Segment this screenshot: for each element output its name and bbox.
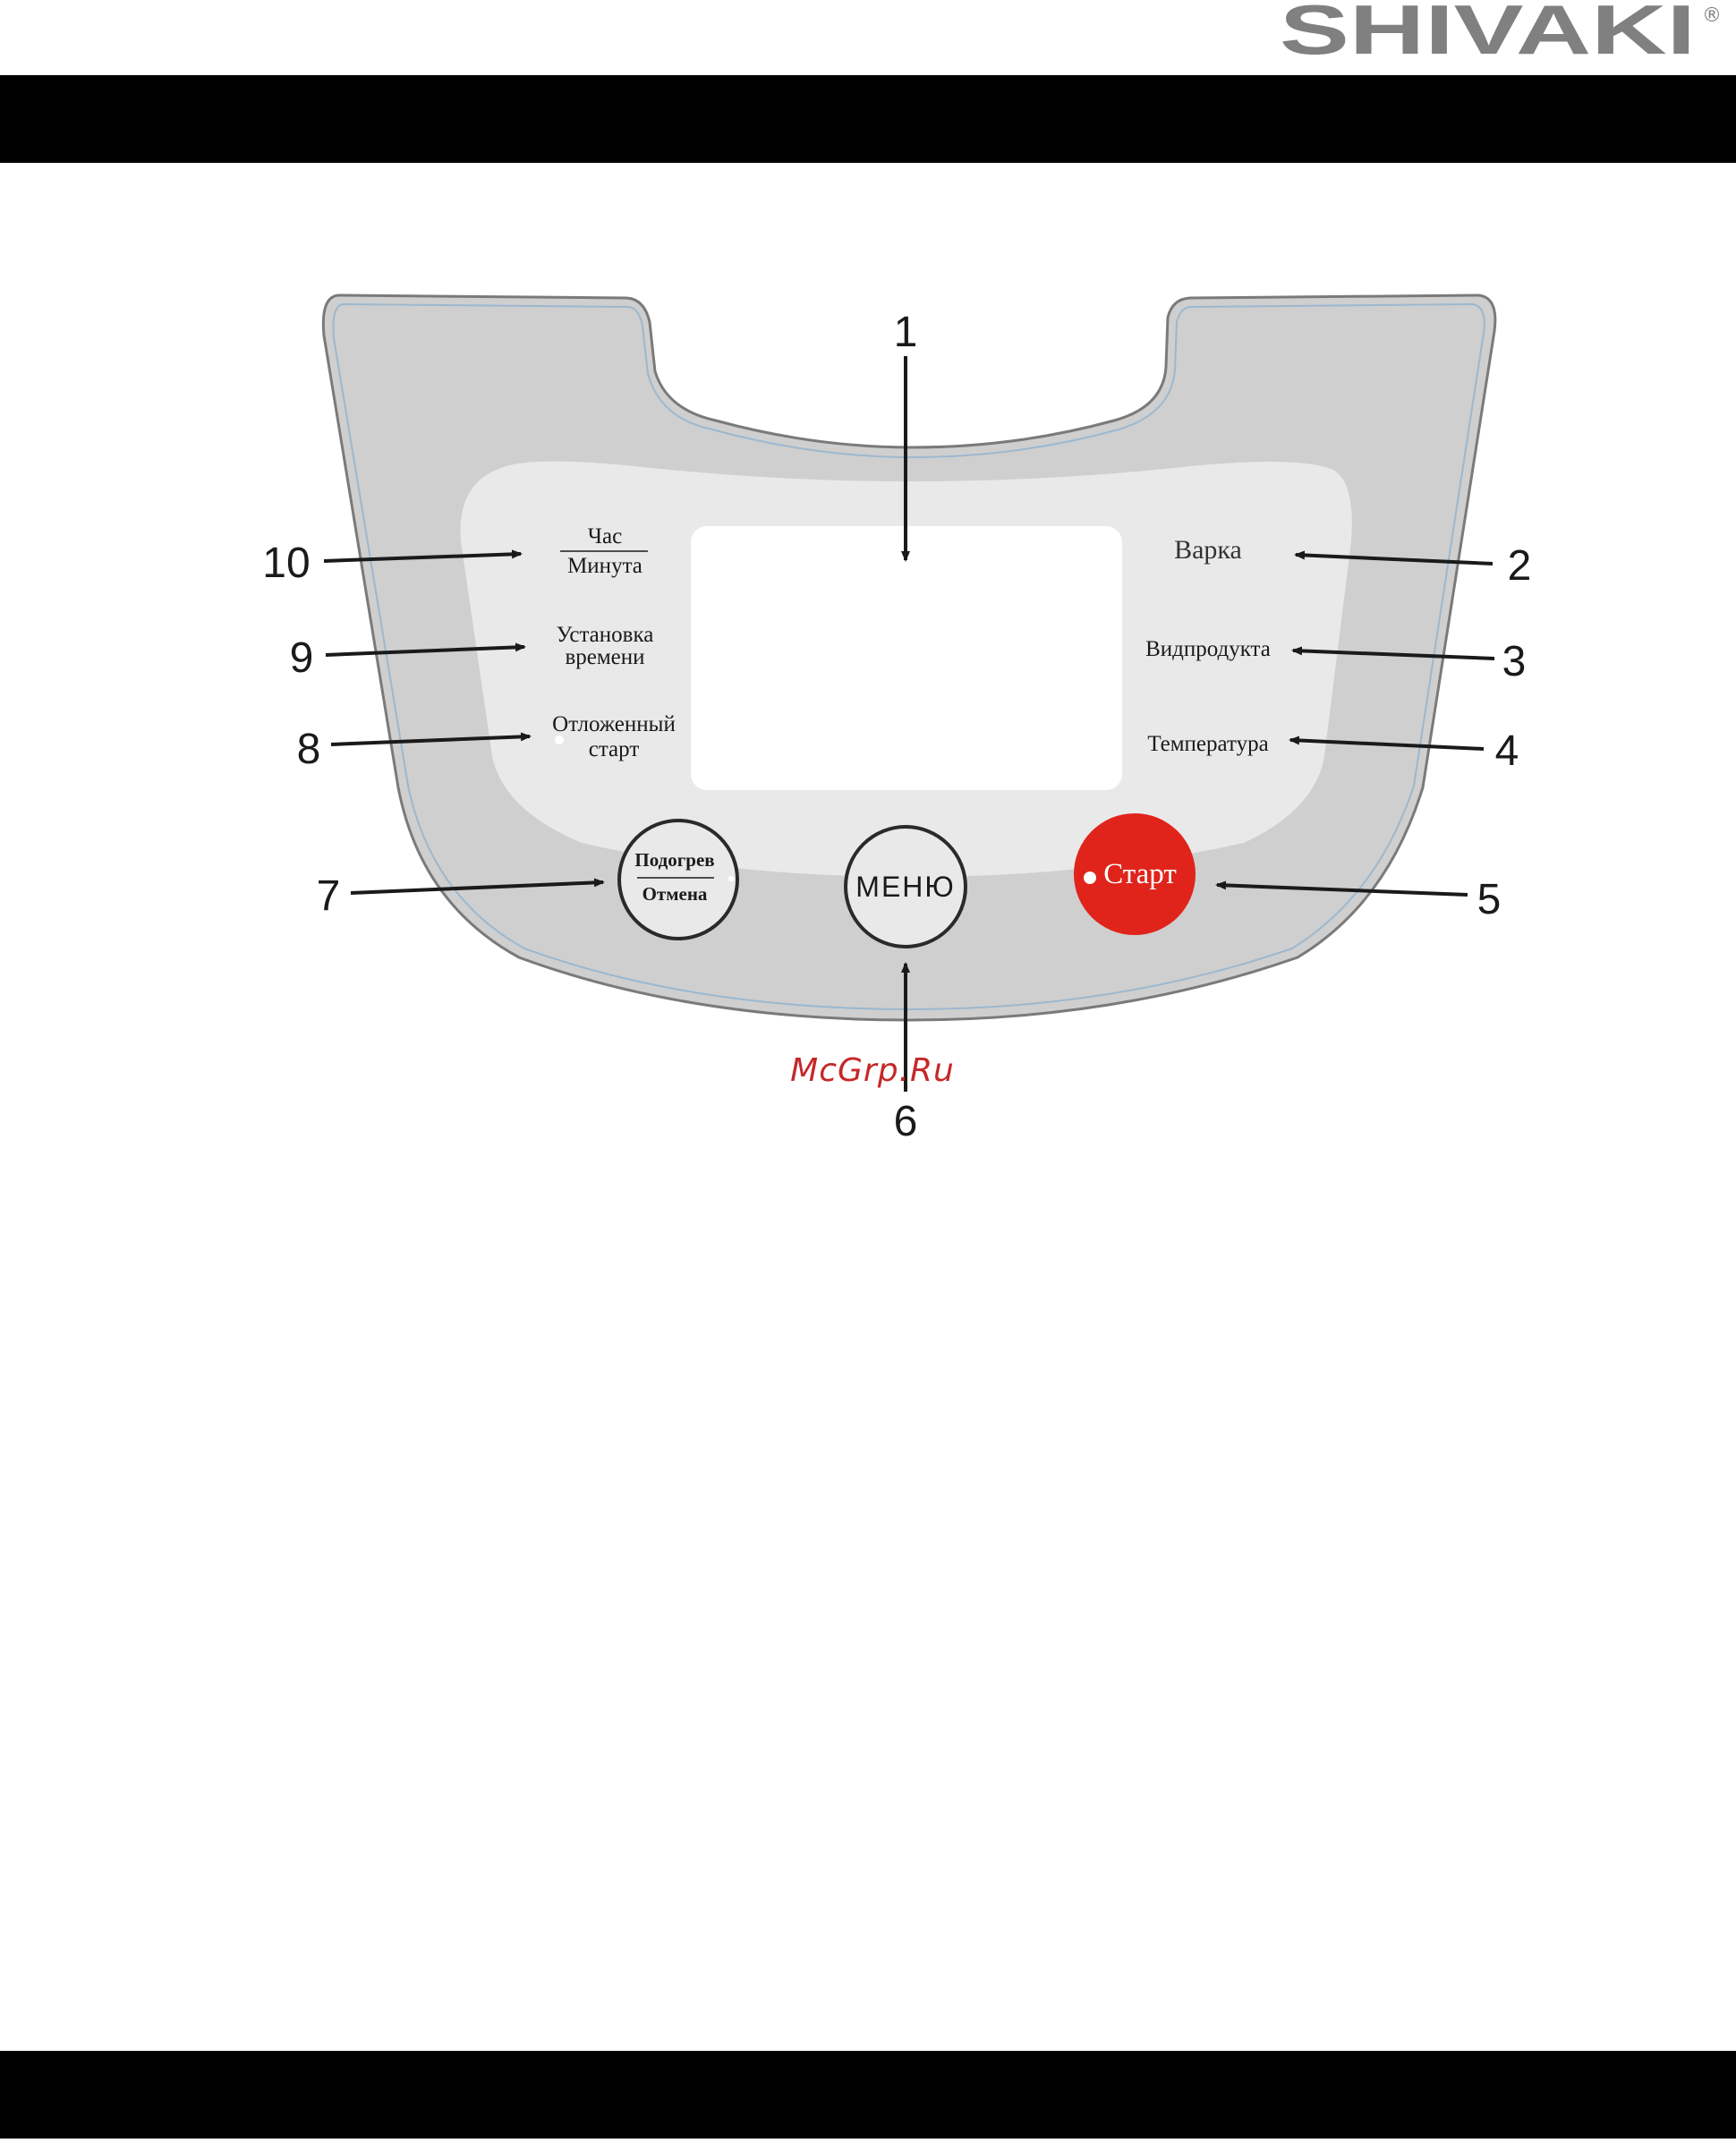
label-hour: Час xyxy=(588,524,622,549)
label-temperature: Температура xyxy=(1147,732,1268,756)
menu-button-label: МЕНЮ xyxy=(855,871,955,903)
label-delayed-start-1: Отложенный xyxy=(552,712,676,736)
start-indicator xyxy=(1084,872,1096,884)
delayed-start-indicator xyxy=(555,736,564,744)
label-minute: Минута xyxy=(567,554,642,578)
label-delayed-start-2: старт xyxy=(589,737,640,761)
footer-bar xyxy=(0,2051,1736,2139)
callout-9: 9 xyxy=(290,634,314,682)
callout-2: 2 xyxy=(1508,542,1532,590)
cancel-button-label: Отмена xyxy=(642,883,708,905)
callout-3: 3 xyxy=(1502,638,1527,685)
label-cook: Варка xyxy=(1174,535,1242,565)
watermark: McGrp.Ru xyxy=(790,1052,955,1089)
start-button-label: Старт xyxy=(1103,858,1177,890)
label-set-time-1: Установка xyxy=(557,623,654,647)
callout-10: 10 xyxy=(262,540,310,587)
menu-button[interactable]: МЕНЮ xyxy=(846,827,966,947)
callout-4: 4 xyxy=(1495,727,1519,775)
label-set-time-2: времени xyxy=(565,645,644,669)
callout-6: 6 xyxy=(894,1098,918,1145)
start-button[interactable]: Старт xyxy=(1074,813,1196,935)
label-product-type: Видпродукта xyxy=(1145,637,1271,661)
callout-5: 5 xyxy=(1477,876,1502,923)
callout-8: 8 xyxy=(297,726,321,773)
warm-cancel-button[interactable]: Подогрев Отмена xyxy=(619,821,737,939)
display-window xyxy=(691,526,1122,790)
warm-button-label: Подогрев xyxy=(634,849,714,871)
callout-7: 7 xyxy=(317,872,341,920)
callout-1: 1 xyxy=(894,309,918,356)
